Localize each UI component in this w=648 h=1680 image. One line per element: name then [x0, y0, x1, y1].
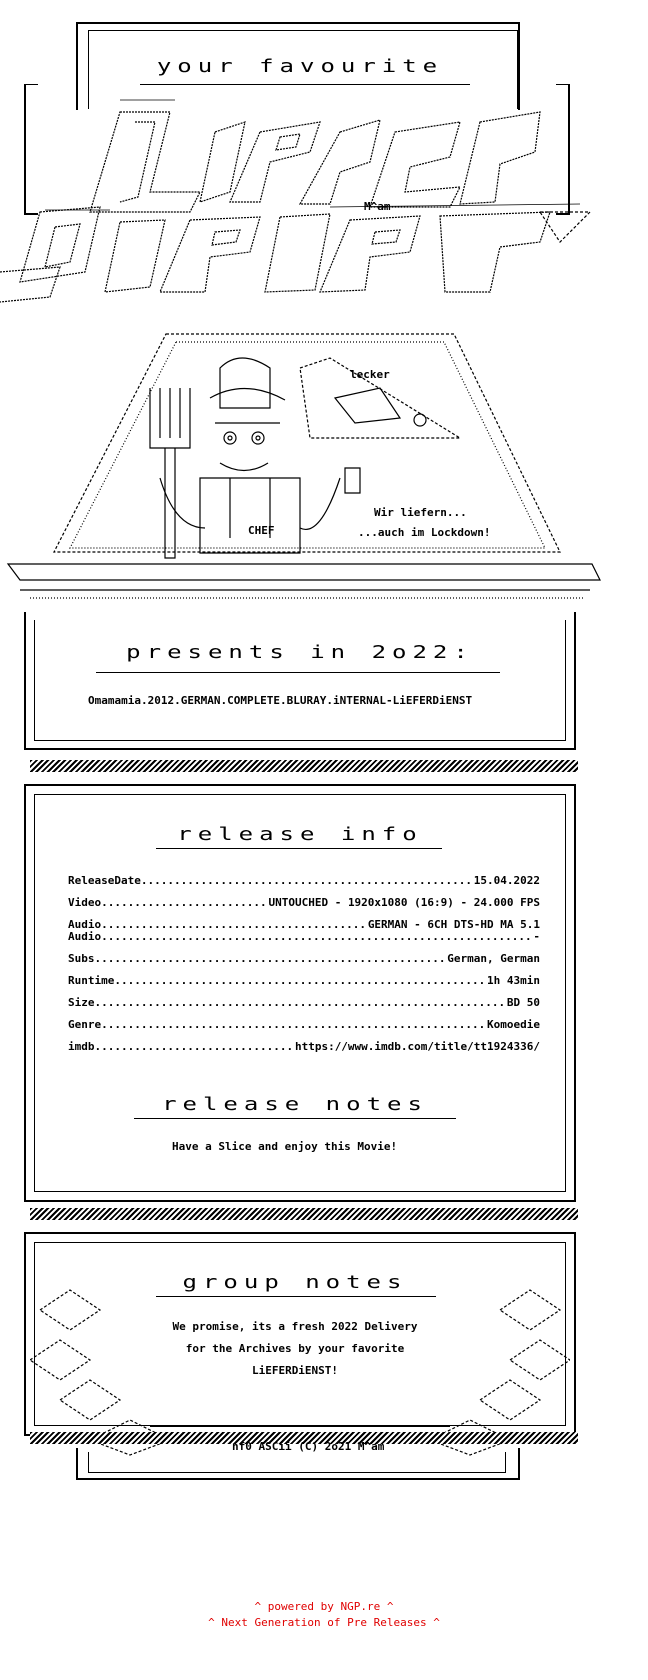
presents-frame — [24, 612, 576, 750]
info-value: 1h 43min — [486, 974, 540, 988]
powered-by-line: ^ powered by NGP.re ^ — [254, 1600, 394, 1613]
info-value: UNTOUCHED - 1920x1080 (16:9) - 24.000 FP… — [267, 896, 540, 910]
info-row: ........................................… — [68, 930, 540, 944]
group-notes-line-1: We promise, its a fresh 2022 Delivery — [172, 1320, 418, 1333]
info-row: ........................................… — [68, 952, 540, 966]
info-row: ........................................… — [68, 918, 540, 932]
info-key: imdb — [68, 1040, 96, 1054]
presents-underline — [96, 672, 500, 673]
info-value: https://www.imdb.com/title/tt1924336/ — [293, 1040, 540, 1054]
release-info-inner-frame — [34, 794, 566, 1192]
group-notes-underline — [156, 1296, 436, 1297]
info-row: ........................................… — [68, 974, 540, 988]
credit-text: nf0 ASCii (C) 2o21 M^am — [232, 1440, 385, 1453]
artist-tag: M^am — [364, 200, 391, 213]
dot-leader: ........................................… — [68, 952, 540, 965]
side-frame-right — [556, 84, 570, 215]
presents-inner-frame — [34, 620, 566, 741]
tagline-heading: your favourite — [156, 55, 444, 77]
group-notes-line-3: LiEFERDiENST! — [251, 1364, 339, 1377]
info-key: Size — [68, 996, 96, 1010]
info-row: ........................................… — [68, 1018, 540, 1032]
group-notes-inner-frame — [34, 1242, 566, 1426]
dot-leader: ........................................… — [68, 874, 540, 887]
nfo-art: your favourite — [0, 22, 601, 1480]
info-row: ........................................… — [68, 896, 540, 910]
group-logo — [0, 99, 592, 303]
info-key: Genre — [68, 1018, 103, 1032]
info-row: ........................................… — [68, 996, 540, 1010]
info-value: 15.04.2022 — [472, 874, 540, 888]
hatch-divider-3 — [30, 1432, 578, 1444]
dot-leader: ........................................… — [68, 974, 540, 987]
bottom-frame — [76, 1448, 520, 1480]
release-info-heading: release info — [177, 823, 423, 845]
info-key: Audio — [68, 918, 103, 932]
release-name: Omamamia.2012.GERMAN.COMPLETE.BLURAY.iNT… — [88, 694, 473, 707]
release-notes-underline — [134, 1118, 456, 1119]
release-notes-text: Have a Slice and enjoy this Movie! — [172, 1140, 398, 1153]
info-value: Komoedie — [486, 1018, 540, 1032]
info-value: BD 50 — [505, 996, 540, 1010]
dot-leader: ........................................… — [68, 930, 540, 943]
release-notes-heading: release notes — [162, 1093, 428, 1115]
presents-heading: presents in 2o22: — [126, 641, 474, 663]
group-notes-line-2: for the Archives by your favorite — [185, 1342, 405, 1355]
credit-line-top — [150, 1426, 450, 1427]
speech-tasty: lecker — [350, 368, 390, 381]
info-row: ........................................… — [68, 874, 540, 888]
info-row: ........................................… — [68, 1040, 540, 1054]
slogan-line-2: ...auch im Lockdown! — [358, 526, 491, 539]
info-value: German, German — [446, 952, 540, 966]
chef-pizza-illustration — [6, 333, 601, 599]
release-info-underline — [156, 848, 442, 849]
info-key: Runtime — [68, 974, 116, 988]
slogan-line-1: Wir liefern... — [374, 506, 467, 519]
side-frame-left — [24, 84, 38, 215]
info-key: Subs — [68, 952, 96, 966]
release-info-frame — [24, 784, 576, 1202]
tagline-underline — [140, 84, 470, 85]
info-value: GERMAN - 6CH DTS-HD MA 5.1 — [366, 918, 540, 932]
bottom-inner-frame — [88, 1452, 506, 1473]
info-key: Video — [68, 896, 103, 910]
dot-leader: ........................................… — [68, 1018, 540, 1031]
corner-ornaments — [30, 1289, 570, 1456]
info-key: ReleaseDate — [68, 874, 142, 888]
top-inner-frame — [88, 30, 518, 109]
next-generation-line: ^ Next Generation of Pre Releases ^ — [208, 1616, 440, 1629]
chef-label: CHEF — [248, 524, 275, 537]
top-outer-frame — [76, 22, 520, 110]
hatch-divider-1 — [30, 760, 578, 772]
dot-leader: ........................................… — [68, 996, 540, 1009]
info-value: - — [532, 930, 540, 944]
group-notes-heading: group notes — [182, 1271, 408, 1293]
hatch-divider-2 — [30, 1208, 578, 1220]
info-key: Audio — [68, 930, 103, 944]
